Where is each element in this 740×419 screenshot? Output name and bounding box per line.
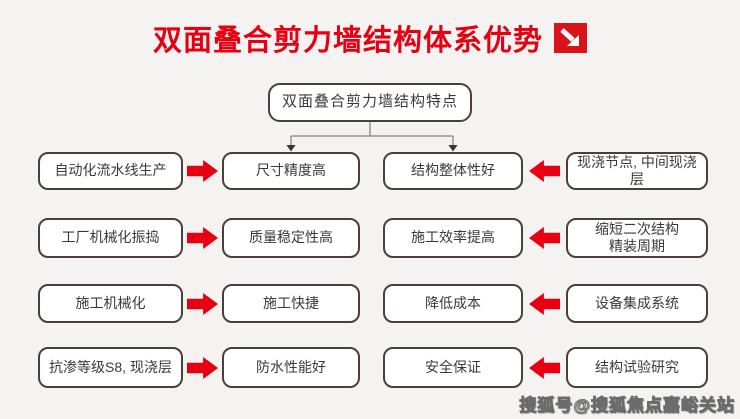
flow-node-left: 工厂机械化振捣	[38, 218, 183, 258]
flow-node-mid-left: 尺寸精度高	[222, 152, 360, 190]
flow-node-mid-right: 降低成本	[383, 284, 523, 323]
diagram-title-bar: 双面叠合剪力墙结构体系优势	[0, 16, 740, 60]
red-arrow-right-icon	[187, 160, 218, 182]
red-arrow-left-icon	[529, 357, 560, 379]
flow-node-mid-left: 质量稳定性高	[222, 218, 360, 258]
flow-node-left: 施工机械化	[38, 284, 183, 323]
flow-node-right: 现浇节点, 中间现浇层	[566, 152, 708, 190]
flow-node-mid-left: 防水性能好	[222, 347, 360, 388]
red-arrow-right-icon	[187, 293, 218, 315]
flow-node-left: 抗渗等级S8, 现浇层	[38, 347, 183, 388]
red-arrow-left-icon	[529, 227, 560, 249]
flow-node-mid-right: 安全保证	[383, 347, 523, 388]
flow-node-mid-right: 施工效率提高	[383, 218, 523, 258]
flow-node-left: 自动化流水线生产	[38, 152, 183, 190]
page-title: 双面叠合剪力墙结构体系优势	[152, 25, 543, 57]
red-arrow-left-icon	[529, 160, 560, 182]
flow-node-right: 设备集成系统	[566, 284, 708, 323]
flow-node-right: 缩短二次结构 精装周期	[566, 218, 708, 258]
red-arrow-right-icon	[187, 357, 218, 379]
flow-node-right: 结构试验研究	[566, 347, 708, 388]
arrow-down-right-icon	[554, 23, 587, 53]
sohu-watermark: 搜狐号@搜狐焦点嘉峪关站	[519, 396, 735, 416]
flow-node-mid-left: 施工快捷	[222, 284, 360, 323]
flow-node-mid-right: 结构整体性好	[383, 152, 523, 190]
red-arrow-right-icon	[187, 227, 218, 249]
root-node: 双面叠合剪力墙结构特点	[268, 83, 472, 122]
red-arrow-left-icon	[529, 293, 560, 315]
